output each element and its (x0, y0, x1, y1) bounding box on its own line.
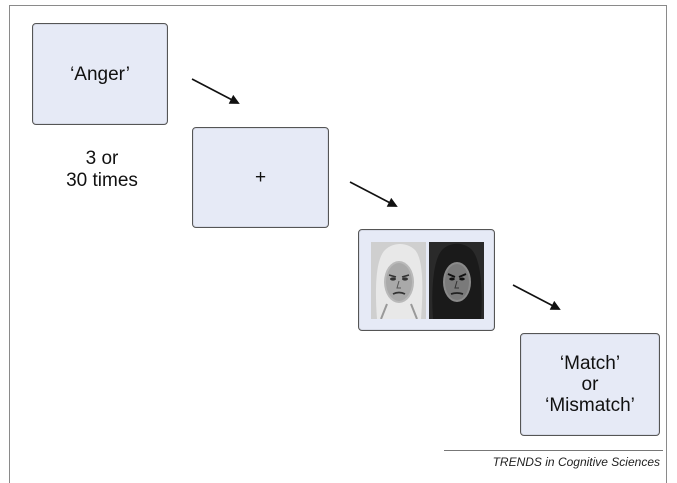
label-word-card: ‘Anger’ (32, 23, 168, 125)
face-pair-card (358, 229, 495, 331)
response-line-2: or (581, 374, 599, 395)
repeat-count-text: 3 or 30 times (42, 148, 162, 192)
repeat-line-2: 30 times (66, 170, 138, 191)
label-word-text: ‘Anger’ (70, 63, 130, 85)
credit-divider (444, 450, 663, 451)
journal-credit: TRENDS in Cognitive Sciences (492, 455, 660, 469)
fixation-card: + (192, 127, 329, 228)
fixation-cross: + (254, 167, 267, 188)
face-right-image (429, 242, 484, 319)
response-line-1: ‘Match’ (559, 353, 621, 374)
face-left-image (371, 242, 426, 319)
response-card: ‘Match’ or ‘Mismatch’ (520, 333, 660, 436)
arrow-1 (191, 78, 240, 104)
face-pair-image (371, 242, 484, 319)
response-line-3: ‘Mismatch’ (545, 395, 635, 416)
arrow-3 (512, 284, 561, 310)
response-text: ‘Match’ or ‘Mismatch’ (545, 353, 635, 416)
figure-frame (9, 5, 667, 483)
repeat-line-1: 3 or (85, 148, 119, 169)
arrow-2 (349, 181, 398, 207)
